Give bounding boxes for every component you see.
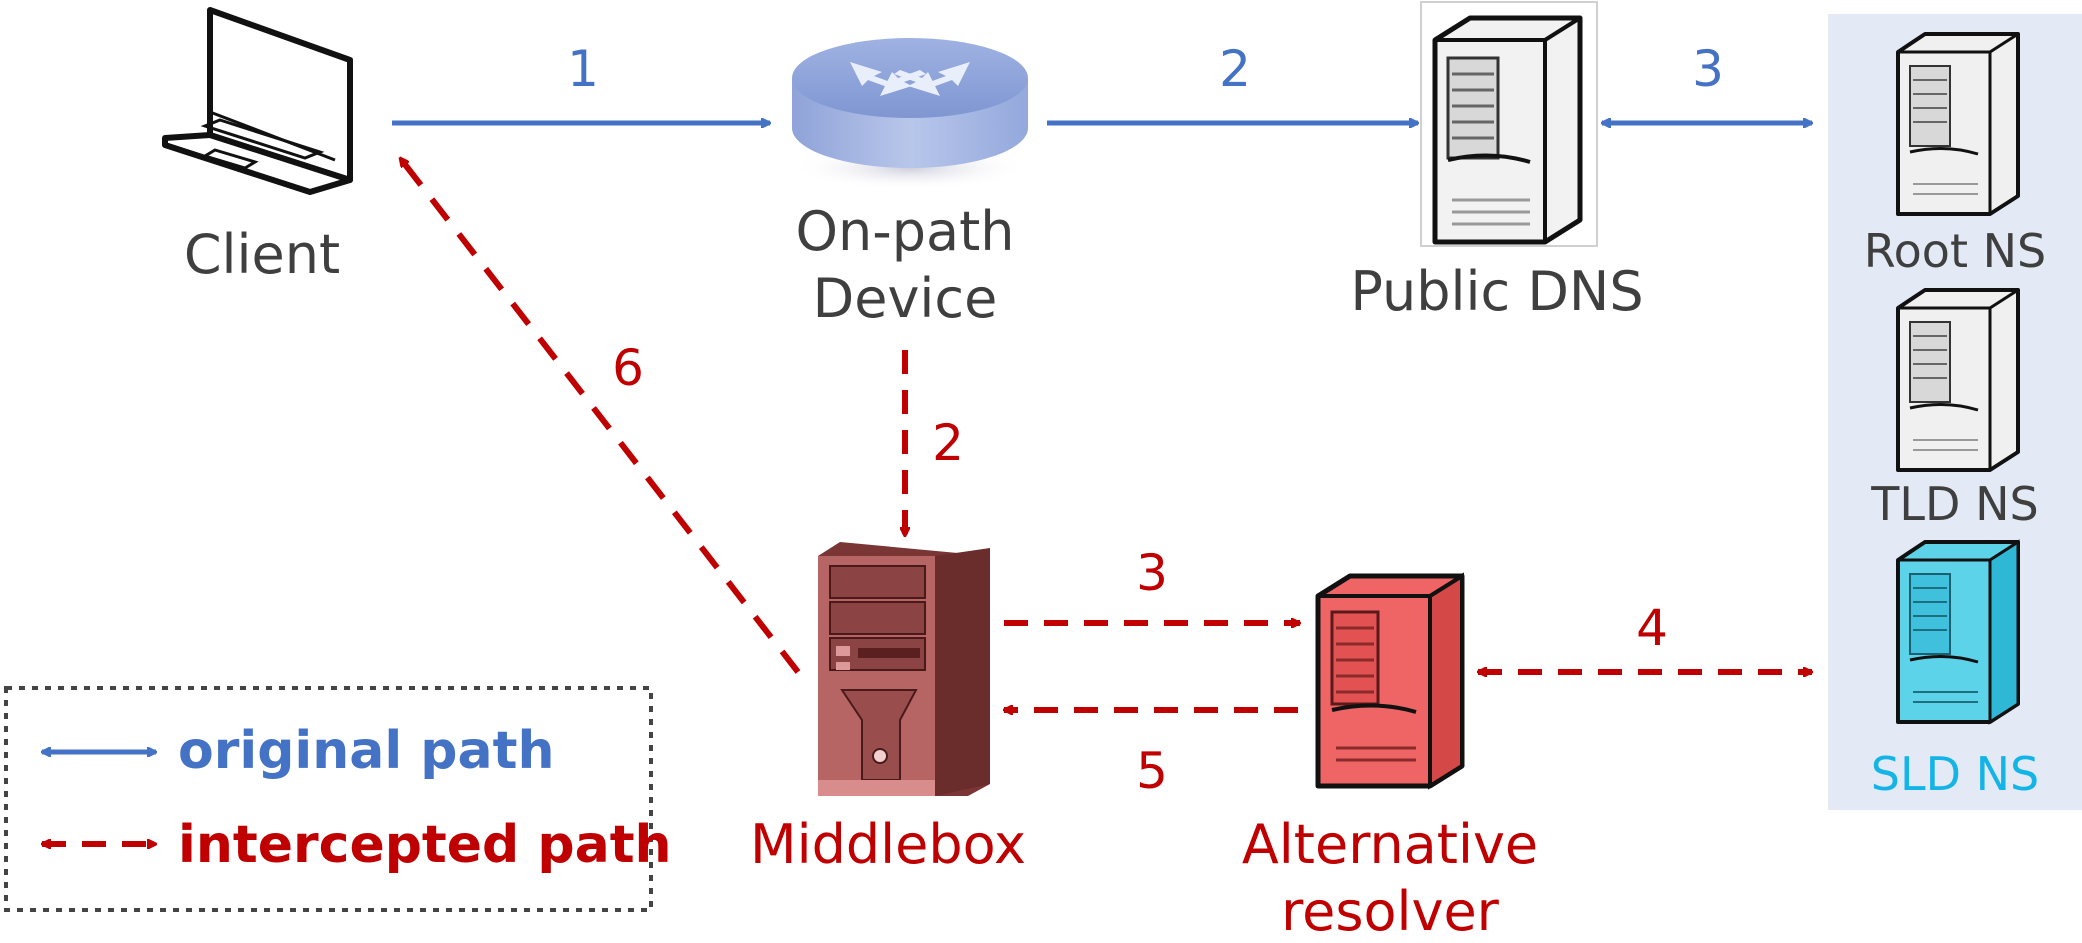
desktop-tower-icon xyxy=(818,542,990,796)
edge-original-3-label: 3 xyxy=(1692,40,1724,98)
client-label: Client xyxy=(184,223,340,286)
server-icon xyxy=(1432,15,1583,245)
legend-original-label: original path xyxy=(178,721,554,781)
alt-resolver-label-line2: resolver xyxy=(1281,880,1500,943)
onpath-label-line1: On-path xyxy=(796,200,1015,263)
sld-ns-label: SLD NS xyxy=(1871,747,2039,801)
legend-intercepted-label: intercepted path xyxy=(178,815,672,875)
sld-ns-server-icon xyxy=(1896,539,2020,725)
middlebox-label: Middlebox xyxy=(750,813,1026,876)
edge-intercepted-6-label: 6 xyxy=(612,339,644,397)
root-ns-server-icon xyxy=(1896,32,2020,216)
edge-original-1-label: 1 xyxy=(567,40,599,98)
legend: original path intercepted path xyxy=(4,686,672,912)
edge-intercepted-2-label: 2 xyxy=(932,414,964,472)
tld-ns-server-icon xyxy=(1896,288,2020,472)
router-icon xyxy=(792,38,1028,190)
alt-resolver-label-line1: Alternative xyxy=(1242,813,1538,876)
legend-box xyxy=(4,686,653,912)
onpath-label-line2: Device xyxy=(813,267,998,330)
edge-intercepted-3-label: 3 xyxy=(1136,544,1168,602)
laptop-icon xyxy=(162,7,353,195)
public-dns-frame xyxy=(1420,1,1598,247)
edge-intercepted-5-label: 5 xyxy=(1136,742,1168,800)
edge-original-2-label: 2 xyxy=(1219,40,1251,98)
public-dns-label: Public DNS xyxy=(1350,260,1643,323)
tld-ns-label: TLD NS xyxy=(1870,477,2038,531)
root-ns-label: Root NS xyxy=(1864,224,2046,278)
edge-intercepted-4-label: 4 xyxy=(1636,599,1668,657)
alt-resolver-server-icon xyxy=(1315,572,1465,790)
edge-intercepted-6 xyxy=(397,158,801,674)
